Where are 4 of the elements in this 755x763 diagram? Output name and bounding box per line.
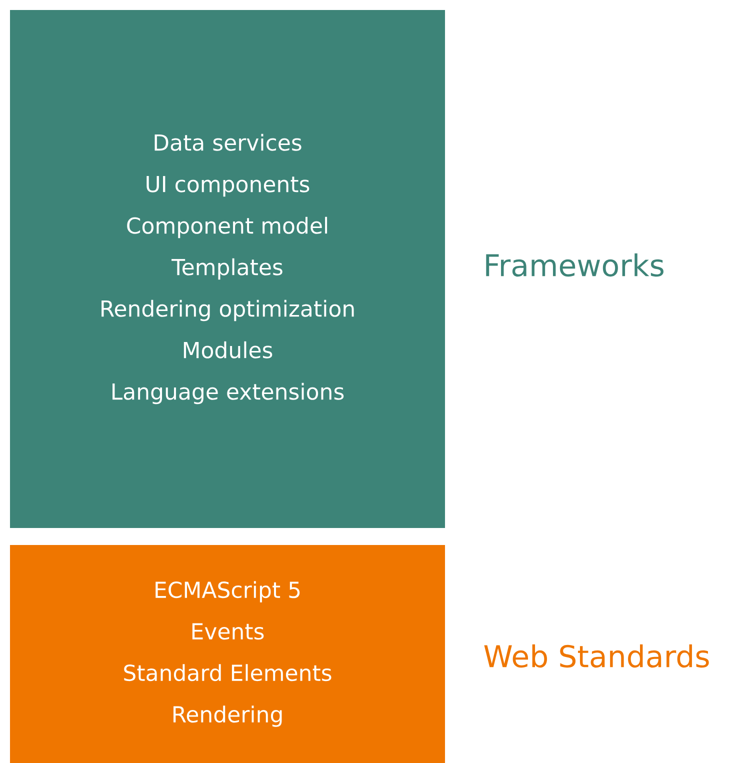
text-box: ECMAScript 5 Events Standard Elements Rendering xyxy=(10,545,445,763)
text-box: Data services UI components Component model Templates Rendering optimization Modules Language extensions xyxy=(10,10,445,528)
side-label: Frameworks xyxy=(486,253,664,277)
side-label: Web Standards xyxy=(484,644,709,668)
